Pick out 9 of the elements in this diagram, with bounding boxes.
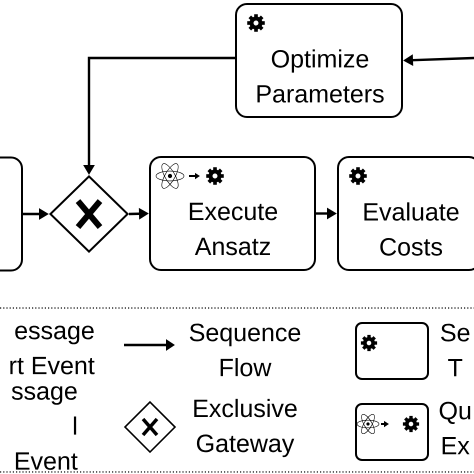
task-box [0, 156, 23, 272]
task-box: Execute Ansatz [149, 156, 316, 271]
legend-label: Exclusive Gateway [194, 398, 297, 458]
legend-label: Sequence Flow [190, 324, 300, 376]
task-box: Evaluate Costs [337, 156, 474, 271]
legend-label: Se T [441, 324, 470, 376]
task-box: Optimize Parameters [235, 3, 403, 118]
legend-label: ssage l Event [12, 386, 78, 470]
legend-label: Qu Ex [440, 402, 470, 454]
